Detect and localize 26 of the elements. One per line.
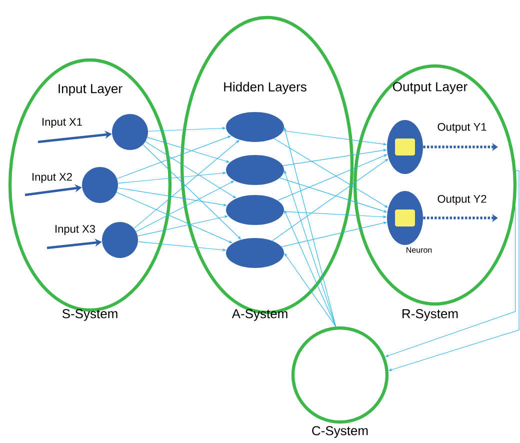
system-label: C-System xyxy=(312,426,368,438)
edge-label: Input X2 xyxy=(32,173,72,183)
system-label: S-System xyxy=(62,309,118,321)
edge-label: Output Y1 xyxy=(438,123,486,133)
neuron xyxy=(102,222,138,258)
layer-title: Output Layer xyxy=(393,82,468,94)
arrow xyxy=(284,210,336,327)
neuron xyxy=(226,194,284,225)
system-circle xyxy=(291,326,389,424)
neuron xyxy=(387,190,423,245)
layer-ellipse xyxy=(353,64,517,306)
neuron xyxy=(226,238,284,268)
layer-title: Input Layer xyxy=(58,84,122,96)
arrow xyxy=(284,253,336,327)
edge-label: Input X1 xyxy=(42,118,82,128)
layer-title: Hidden Layers xyxy=(224,82,306,94)
neuron-label: Neuron xyxy=(406,247,432,253)
neuron xyxy=(82,166,118,203)
edge-label: Input X3 xyxy=(56,225,95,235)
neuron xyxy=(112,114,148,150)
system-label: R-System xyxy=(402,309,458,321)
edge-label: Output Y2 xyxy=(438,195,486,205)
neuron xyxy=(226,112,284,142)
neuron xyxy=(387,120,423,174)
neuron xyxy=(226,155,284,185)
system-label: A-System xyxy=(232,309,288,321)
